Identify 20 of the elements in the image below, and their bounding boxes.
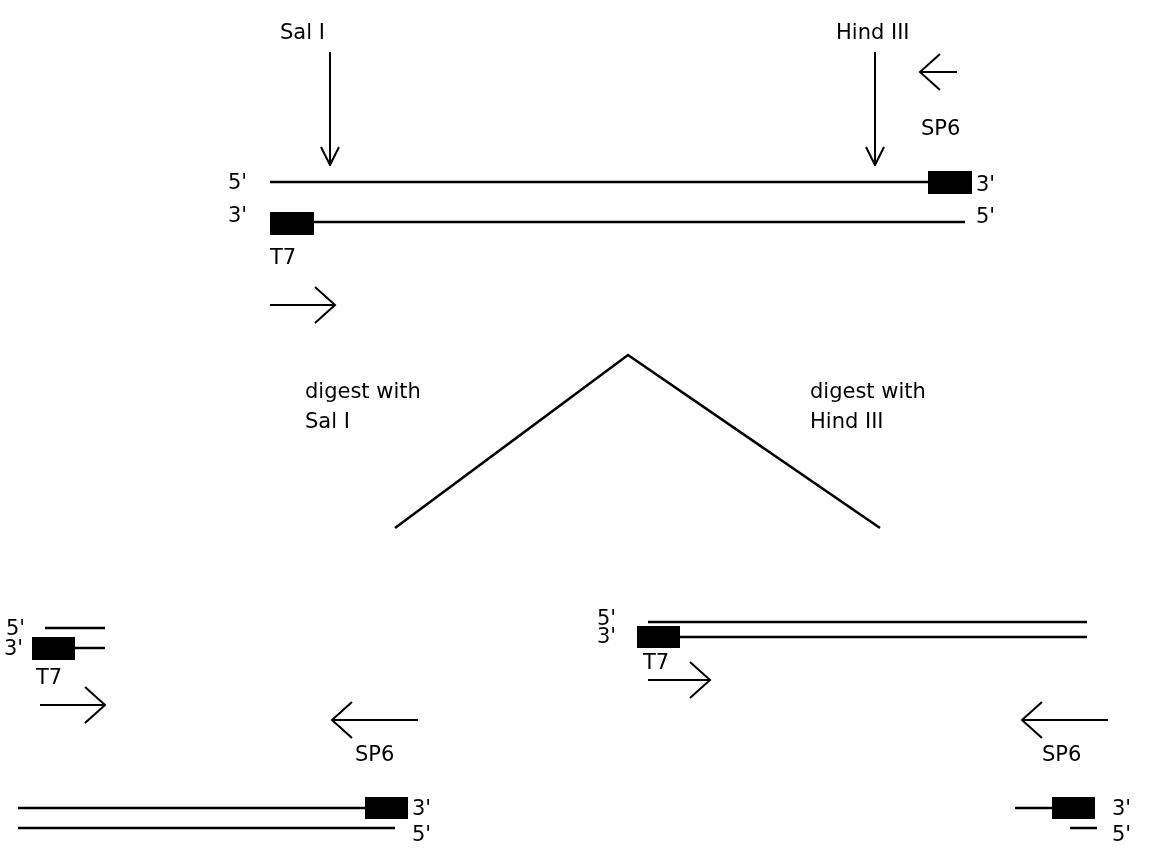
end-label: 5' xyxy=(1112,822,1132,846)
enzyme-label: Hind III xyxy=(836,20,910,44)
promoter-label: T7 xyxy=(643,650,670,674)
end-label: 5' xyxy=(228,170,248,194)
end-label: 3' xyxy=(412,796,432,820)
promoter-label: SP6 xyxy=(1042,742,1082,766)
end-label: 3' xyxy=(228,203,248,227)
enzyme-label: Sal I xyxy=(280,20,325,44)
cut-site-arrow xyxy=(865,51,885,166)
step-label: digest with Sal I xyxy=(305,378,422,435)
end-label: 5' xyxy=(976,204,996,228)
end-label: 3' xyxy=(1112,796,1132,820)
end-label: 3' xyxy=(976,172,996,196)
promoter-label: T7 xyxy=(270,245,297,269)
promoter-label: SP6 xyxy=(921,116,961,140)
end-label: 5' xyxy=(412,822,432,846)
promoter-label: SP6 xyxy=(355,742,395,766)
promoter-label: T7 xyxy=(36,665,63,689)
cut-site-arrow xyxy=(320,51,340,166)
step-label: digest with Hind III xyxy=(810,378,927,435)
